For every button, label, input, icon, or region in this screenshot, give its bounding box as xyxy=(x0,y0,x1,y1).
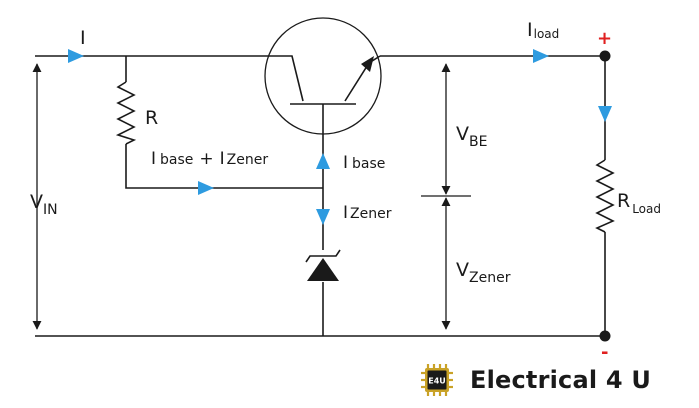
negative-terminal xyxy=(599,330,611,342)
resistor-r xyxy=(115,81,137,145)
resistor-load xyxy=(595,159,615,233)
current-arrows xyxy=(68,49,612,225)
label-vbe: VBE xyxy=(456,123,487,150)
zener-bar-icon xyxy=(305,249,341,263)
load-current-arrow-icon xyxy=(533,49,549,63)
positive-sign: + xyxy=(597,28,612,49)
svg-text:E4U: E4U xyxy=(428,377,446,386)
label-vin: VIN xyxy=(30,191,58,218)
transistor-body xyxy=(264,17,382,135)
brand-watermark: E4U Electrical 4 U xyxy=(420,360,651,400)
base-current-arrow-icon xyxy=(316,153,330,169)
negative-sign: - xyxy=(601,342,608,363)
positive-terminal xyxy=(599,50,611,62)
resistor-current-arrow-icon xyxy=(198,181,214,195)
transistor-emitter xyxy=(344,55,381,102)
chip-logo-icon: E4U xyxy=(421,364,453,396)
brand-name: Electrical 4 U xyxy=(470,366,652,394)
transistor-collector xyxy=(270,55,304,102)
label-vzener: VZener xyxy=(456,259,511,286)
resistor-lead-bottom xyxy=(125,144,323,189)
transistor xyxy=(264,17,382,135)
load-down-arrow-icon xyxy=(598,106,612,122)
circuit-wires xyxy=(35,55,606,337)
zener-diode xyxy=(305,249,341,281)
label-r: R xyxy=(145,107,158,129)
zener-triangle-icon xyxy=(307,258,339,281)
emitter-arrow-icon xyxy=(361,56,374,72)
label-i: I xyxy=(80,27,86,49)
label-i-load: Iload xyxy=(527,19,559,41)
input-current-arrow-icon xyxy=(68,49,84,63)
zener-current-arrow-icon xyxy=(316,209,330,225)
voltage-markers xyxy=(32,63,471,330)
